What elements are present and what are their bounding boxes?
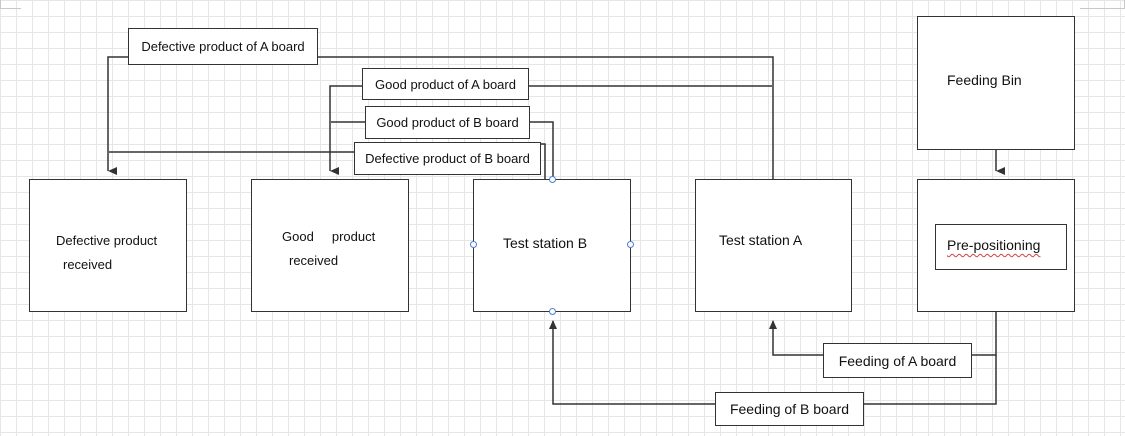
connector-good-b [530,121,554,180]
feeding-bin-label: Feeding Bin [947,72,1022,88]
good-product-received-node[interactable]: Good product received [251,179,409,312]
connector-defective-b [540,143,546,180]
good-received-label-line2: received [289,253,339,268]
edge-label-defective-a[interactable]: Defective product of A board [128,28,318,65]
test-station-b-node[interactable]: Test station B [473,179,631,312]
connection-handle-top[interactable] [549,176,556,183]
test-station-a-node[interactable]: Test station A [695,179,852,312]
edge-label-feeding-a[interactable]: Feeding of A board [823,343,972,378]
connection-handle-bottom[interactable] [549,308,556,315]
test-station-b-label: Test station B [503,235,588,251]
connector-feeding-b [864,355,997,405]
connector-feeding-a [972,312,997,356]
connection-handle-right[interactable] [627,241,634,248]
pre-positioning-label: Pre-positioning [947,237,1041,253]
connector-feeding-a-left [769,320,823,356]
feeding-bin-node[interactable]: Feeding Bin [917,16,1075,150]
defective-received-label-line1: Defective product [56,233,158,248]
connector-feeding-b-left [549,320,715,405]
defective-received-label-line2: received [63,257,113,272]
pre-positioning-textbox[interactable]: Pre-positioning [935,224,1067,270]
edge-label-good-b[interactable]: Good product of B board [365,106,530,139]
good-received-label-line1: Good product [282,229,376,244]
connection-handle-left[interactable] [470,241,477,248]
connector-defective-a [107,56,774,180]
edge-label-feeding-b[interactable]: Feeding of B board [715,392,864,426]
connector-good-a-left [329,85,362,175]
edge-label-defective-b[interactable]: Defective product of B board [354,142,541,175]
top-left-corner-mark [0,0,21,9]
pre-positioning-node[interactable]: Pre-positioning [917,179,1075,312]
test-station-a-label: Test station A [719,232,803,248]
defective-product-received-node[interactable]: Defective product received [29,179,187,312]
edge-label-good-a[interactable]: Good product of A board [362,68,529,100]
